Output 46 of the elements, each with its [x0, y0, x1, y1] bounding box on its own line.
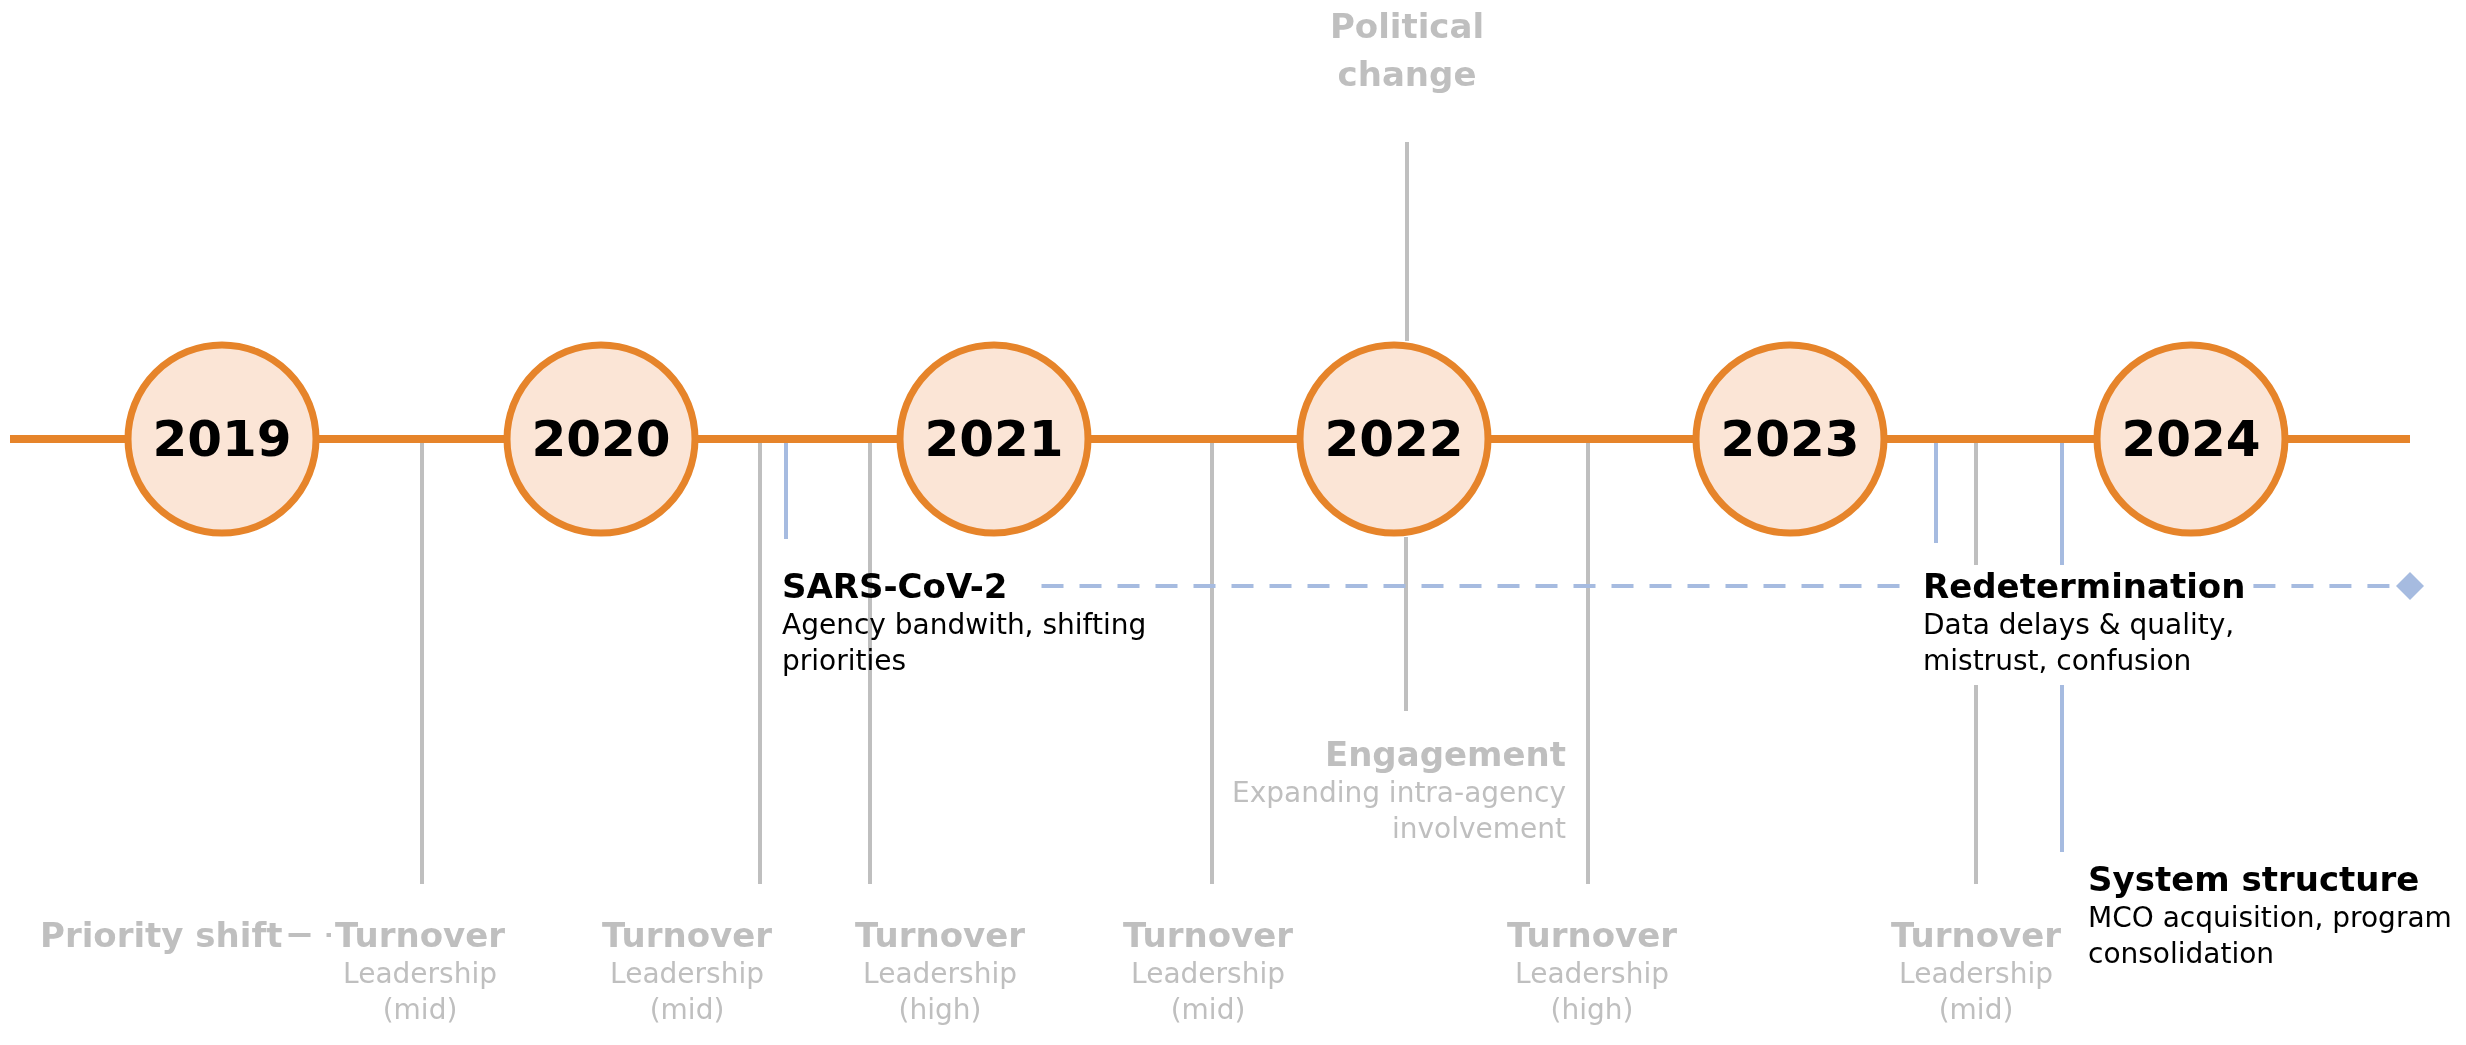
year-circle	[1692, 341, 1888, 537]
leader-line	[758, 443, 762, 884]
dashed-connector	[2253, 572, 2424, 600]
year-circle	[2093, 341, 2289, 537]
leader-line	[868, 443, 872, 884]
event-description: Leadership (mid)	[609, 956, 765, 1028]
event-heading: Redetermination	[1923, 565, 2246, 607]
dashed-connector	[288, 933, 331, 937]
event-description: Data delays & quality, mistrust, confusion	[1923, 607, 2236, 679]
event-description: Leadership (mid)	[342, 956, 498, 1028]
event-description: Expanding intra-agency involvement	[1230, 775, 1566, 847]
year-label: 2023	[1720, 410, 1860, 468]
event-heading: Turnover	[1507, 914, 1677, 956]
year-circle	[503, 341, 699, 537]
leader-line	[1405, 142, 1409, 341]
leader-line	[1586, 443, 1590, 884]
event-description: Leadership (mid)	[1130, 956, 1286, 1028]
event-heading: System structure	[2088, 858, 2420, 900]
event-heading: Turnover	[1123, 914, 1293, 956]
event-heading: Turnover	[855, 914, 1025, 956]
year-label: 2019	[152, 410, 292, 468]
event-heading: Turnover	[602, 914, 772, 956]
year-circle	[124, 341, 320, 537]
event-heading: Engagement	[1324, 733, 1566, 775]
year-label: 2020	[531, 410, 671, 468]
event-heading: Priority shift	[40, 914, 283, 956]
year-circle	[896, 341, 1092, 537]
year-circle	[1296, 341, 1492, 537]
event-description: Leadership (mid)	[1898, 956, 2054, 1028]
dashed-connector	[1041, 584, 1901, 588]
event-description: Leadership (high)	[1514, 956, 1670, 1028]
leader-line	[420, 443, 424, 884]
leader-line	[784, 443, 788, 539]
event-heading: Turnover	[335, 914, 505, 956]
leader-line	[1404, 537, 1408, 711]
event-heading: Political change	[1328, 5, 1486, 96]
year-label: 2022	[1324, 410, 1464, 468]
leader-line	[1210, 443, 1214, 884]
year-label: 2021	[924, 410, 1064, 468]
event-description: MCO acquisition, program consolidation	[2088, 900, 2453, 972]
leader-line	[1934, 443, 1938, 543]
event-heading: SARS-CoV-2	[782, 565, 1008, 607]
event-heading: Turnover	[1891, 914, 2061, 956]
year-label: 2024	[2121, 410, 2261, 468]
event-description: Leadership (high)	[862, 956, 1018, 1028]
event-description: Agency bandwith, shifting priorities	[782, 607, 1148, 679]
